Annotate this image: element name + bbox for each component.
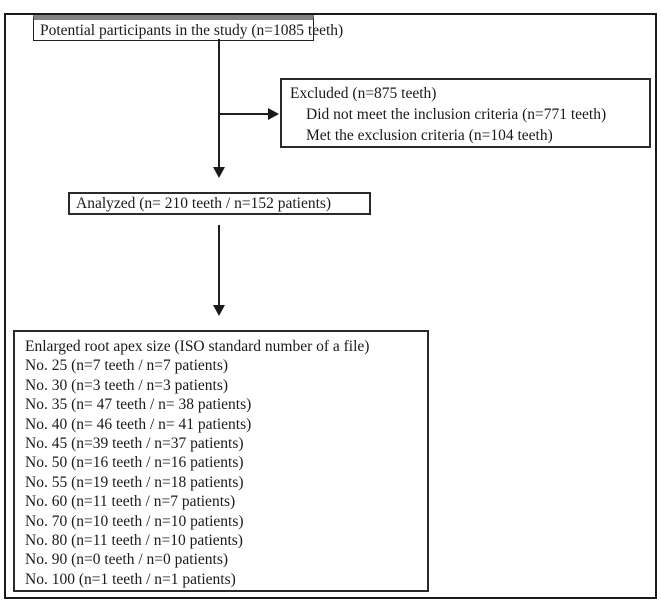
arrowhead-down-icon [213,305,225,316]
size-entry: No. 35 (n= 47 teeth / n= 38 patients) [25,396,252,414]
analyzed-box: Analyzed (n= 210 teeth / n=152 patients) [68,192,371,215]
size-entry: No. 30 (n=3 teeth / n=3 patients) [25,376,229,394]
size-entry: No. 90 (n=0 teeth / n=0 patients) [25,551,229,569]
size-entry: No. 60 (n=11 teeth / n=7 patients) [25,493,236,511]
excluded-box: Excluded (n=875 teeth) Did not meet the … [280,78,651,148]
connector-top-to-analyzed [218,39,220,169]
size-entry: No. 70 (n=10 teeth / n=10 patients) [25,512,244,530]
excluded-item: Did not meet the inclusion criteria (n=7… [306,106,607,123]
analyzed-label: Analyzed (n= 210 teeth / n=152 patients) [76,195,332,212]
size-entry: No. 25 (n=7 teeth / n=7 patients) [25,357,229,375]
size-entry: No. 80 (n=11 teeth / n=10 patients) [25,532,243,550]
arrowhead-right-icon [268,108,279,120]
root-apex-sizes-box: Enlarged root apex size (ISO standard nu… [13,330,429,592]
excluded-title: Excluded (n=875 teeth) [290,85,437,102]
arrowhead-down-icon [213,167,225,178]
connector-branch-to-excluded [218,113,270,115]
sizes-title: Enlarged root apex size (ISO standard nu… [25,338,370,355]
size-entry: No. 55 (n=19 teeth / n=18 patients) [25,473,244,491]
potential-participants-box: Potential participants in the study (n=1… [33,15,343,41]
excluded-item: Met the exclusion criteria (n=104 teeth) [306,127,553,144]
diagram-outer-frame [4,13,657,599]
size-entry: No. 45 (n=39 teeth / n=37 patients) [25,435,244,453]
connector-analyzed-to-sizes [218,225,220,307]
size-entry: No. 50 (n=16 teeth / n=16 patients) [25,454,244,472]
potential-participants-label: Potential participants in the study (n=1… [40,22,344,39]
size-entry: No. 40 (n= 46 teeth / n= 41 patients) [25,415,252,433]
size-entry: No. 100 (n=1 teeth / n=1 patients) [25,570,236,588]
